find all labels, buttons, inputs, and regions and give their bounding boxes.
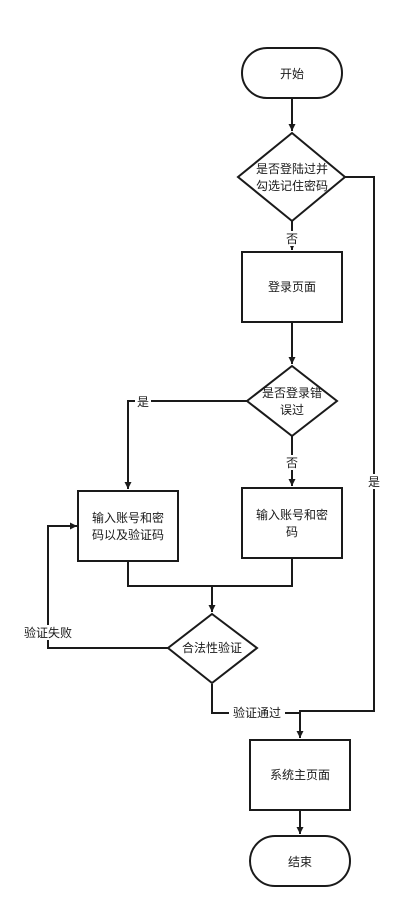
edges <box>47 98 375 834</box>
edge-label-validate-pass: 验证通过 <box>233 705 281 720</box>
edge-account-input-to-validate <box>208 558 293 612</box>
edge-labels: 否 是 是 否 验证失败 验证通过 <box>20 231 382 720</box>
input-with-captcha-label-line2: 码以及验证码 <box>92 527 164 542</box>
check-login-error-label-line2: 误过 <box>280 403 304 417</box>
main-page-process <box>249 739 351 811</box>
input-with-captcha-node: 输入账号和密 码以及验证码 <box>77 490 179 562</box>
start-node: 开始 <box>241 47 343 99</box>
check-remembered-node: 是否登陆过并 勾选记住密码 <box>236 131 347 223</box>
login-page-process <box>241 251 343 323</box>
start-label: 开始 <box>280 67 304 81</box>
check-login-error-label-line1: 是否登录错 <box>262 385 322 400</box>
edge-label-remembered-yes: 是 <box>368 475 380 489</box>
check-login-error-decision <box>245 364 339 438</box>
input-account-process <box>241 487 343 559</box>
main-page-label: 系统主页面 <box>270 768 330 782</box>
main-page-node: 系统主页面 <box>249 739 351 811</box>
check-remembered-decision <box>236 131 347 223</box>
check-remembered-label-line1: 是否登陆过并 <box>256 161 328 176</box>
edge-label-error-no: 否 <box>286 456 298 470</box>
input-with-captcha-process <box>77 490 179 562</box>
edge-label-remembered-no: 否 <box>286 232 298 246</box>
login-page-node: 登录页面 <box>241 251 343 323</box>
edge-label-validate-fail: 验证失败 <box>24 625 72 640</box>
check-login-error-node: 是否登录错 误过 <box>245 364 339 438</box>
edge-remembered-yes <box>296 176 375 738</box>
edge-captcha-input-to-validate <box>127 561 212 587</box>
validate-label: 合法性验证 <box>182 640 242 655</box>
input-account-label-line1: 输入账号和密 <box>256 507 328 522</box>
start-terminal <box>241 47 343 99</box>
end-node: 结束 <box>249 835 351 887</box>
edge-validate-fail <box>47 522 168 649</box>
input-account-node: 输入账号和密 码 <box>241 487 343 559</box>
validate-decision <box>166 612 259 685</box>
end-label: 结束 <box>288 855 312 869</box>
edge-label-error-yes: 是 <box>137 395 149 409</box>
input-with-captcha-label-line1: 输入账号和密 <box>92 510 164 525</box>
input-account-label-line2: 码 <box>286 525 298 539</box>
login-page-label: 登录页面 <box>268 279 316 294</box>
end-terminal <box>249 835 351 887</box>
check-remembered-label-line2: 勾选记住密码 <box>256 178 328 193</box>
validate-node: 合法性验证 <box>166 612 259 685</box>
edge-error-yes <box>124 400 247 489</box>
